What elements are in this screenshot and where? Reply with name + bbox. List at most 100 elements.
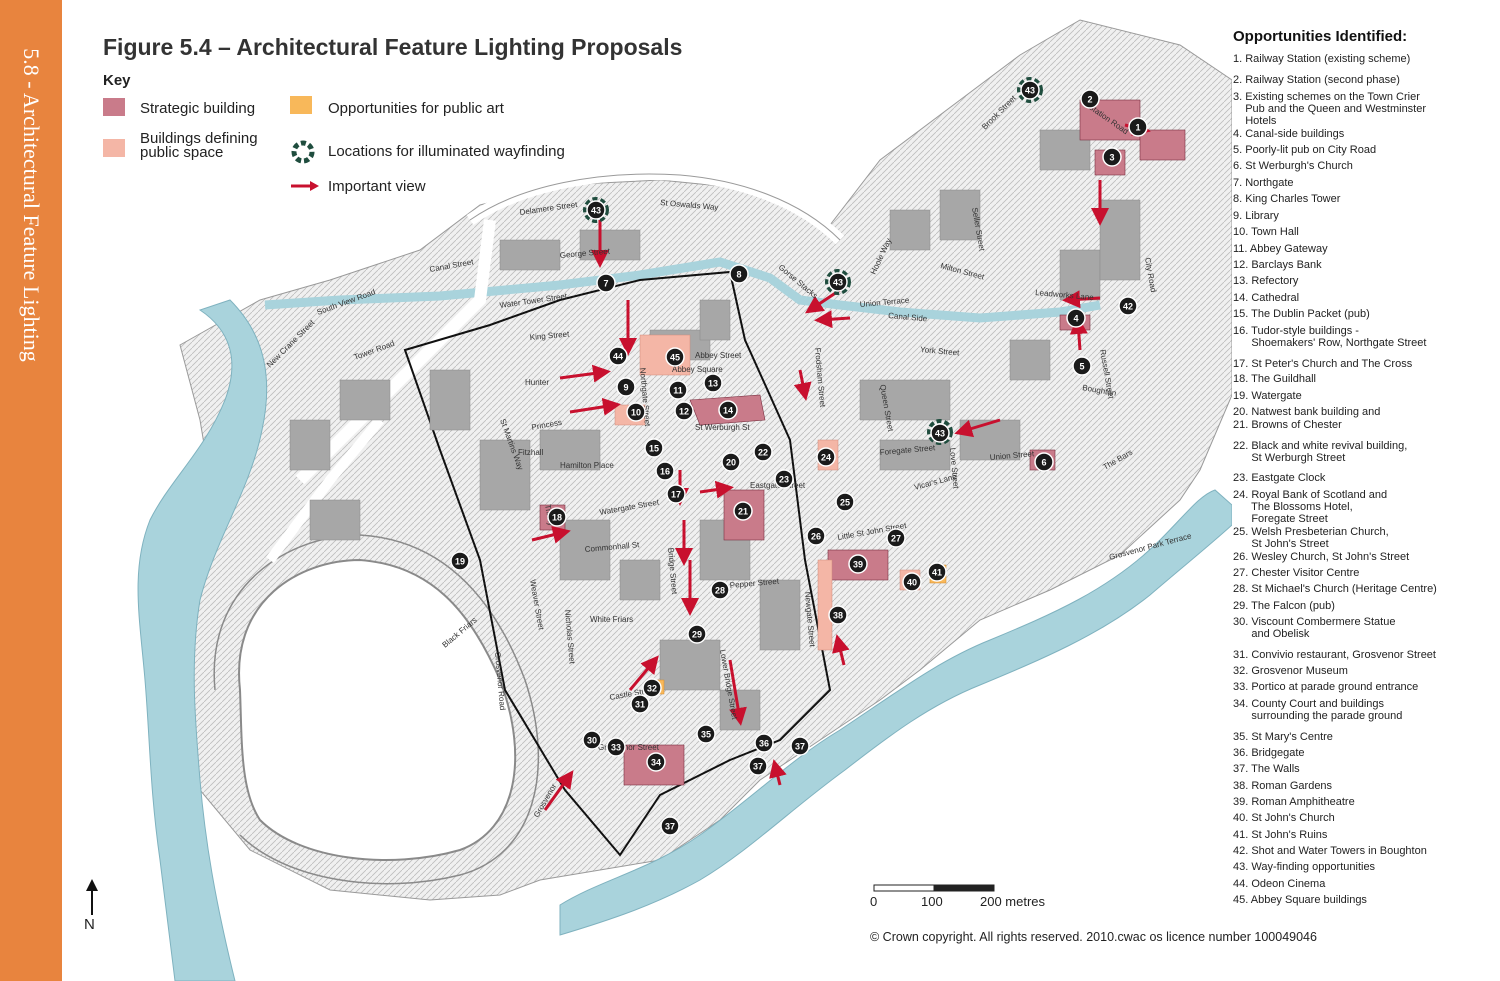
marker-label: 35 (701, 730, 711, 740)
marker-label: 43 (935, 429, 945, 439)
marker-label: 12 (679, 407, 689, 417)
marker-circle (753, 442, 773, 462)
marker-circle (596, 273, 616, 293)
section-label: 5.8 - Architectural Feature Lighting (19, 48, 44, 362)
marker-circle (927, 562, 947, 582)
marker-label: 27 (891, 534, 901, 544)
opportunity-item: 29. The Falcon (pub) (1233, 600, 1335, 612)
marker-circle (1072, 356, 1092, 376)
marker-circle (721, 452, 741, 472)
scale-label-200: 200 metres (980, 894, 1046, 909)
marker-circle (729, 264, 749, 284)
marker-circle (668, 380, 688, 400)
opportunity-item: 32. Grosvenor Museum (1233, 665, 1348, 677)
marker-label: 31 (635, 700, 645, 710)
marker-label: 39 (853, 560, 863, 570)
public-space-swatch (103, 139, 125, 157)
marker-circle (816, 447, 836, 467)
marker-circle (1034, 452, 1054, 472)
opportunity-item: 7. Northgate (1233, 177, 1294, 189)
marker-label: 3 (1109, 153, 1114, 163)
street-label: Bridge Street (666, 547, 679, 595)
marker-label: 19 (455, 557, 465, 567)
marker-label: 40 (907, 578, 917, 588)
marker-circle (630, 694, 650, 714)
key-strategic-building: Strategic building (140, 100, 256, 117)
key-heading: Key (103, 72, 131, 89)
marker-label: 24 (821, 453, 831, 463)
opportunity-item: 13. Refectory (1233, 275, 1299, 287)
opportunity-item: 6. St Werburgh's Church (1233, 160, 1353, 172)
opportunity-item: 1. Railway Station (existing scheme) (1233, 53, 1411, 65)
marker-circle (703, 373, 723, 393)
marker-label: 9 (623, 383, 628, 393)
opportunity-item: 43. Way-finding opportunities (1233, 861, 1376, 873)
opportunity-item: 14. Cathedral (1233, 292, 1300, 304)
marker-label: 18 (552, 513, 562, 523)
marker-label: 28 (715, 586, 725, 596)
public-art-swatch (290, 96, 312, 114)
marker-label: 29 (692, 630, 702, 640)
marker-label: 22 (758, 448, 768, 458)
marker-circle (848, 554, 868, 574)
marker-circle (718, 400, 738, 420)
key-wayfinding: Locations for illuminated wayfinding (328, 143, 565, 160)
strategic-building-swatch (103, 98, 125, 116)
street-label: Pepper Street (729, 577, 780, 590)
opportunity-item: 35. St Mary's Centre (1233, 731, 1333, 743)
marker-label: 37 (795, 742, 805, 752)
marker-circle (608, 346, 628, 366)
marker-circle (748, 756, 768, 776)
river-dee (137, 299, 268, 981)
marker-circle (450, 551, 470, 571)
marker-label: 17 (671, 490, 681, 500)
marker-label: 45 (670, 353, 680, 363)
marker-circle (828, 272, 848, 292)
wayfinding-icon (291, 140, 315, 164)
copyright-notice: © Crown copyright. All rights reserved. … (870, 930, 1317, 944)
street-label: Fitzhall (518, 448, 544, 457)
street-label: Grosvenor Street (598, 743, 660, 752)
opportunity-item: 42. Shot and Water Towers in Boughton (1233, 845, 1427, 857)
markers: 1234567891011121314151617181920212223242… (450, 80, 1148, 836)
scale-label-100: 100 (921, 894, 943, 909)
marker-circle (710, 580, 730, 600)
opportunity-item: 12. Barclays Bank (1233, 259, 1322, 271)
opportunity-item: 25. Welsh Presbeterian Church, St John's… (1233, 526, 1389, 550)
north-label: N (84, 916, 95, 933)
marker-label: 1 (1135, 123, 1140, 133)
marker-circle (642, 678, 662, 698)
marker-circle (930, 423, 950, 443)
marker-label: 2 (1087, 95, 1092, 105)
marker-label: 7 (603, 279, 608, 289)
marker-label: 10 (631, 408, 641, 418)
marker-circle (586, 200, 606, 220)
marker-label: 36 (759, 739, 769, 749)
marker-label: 32 (647, 684, 657, 694)
marker-circle (733, 501, 753, 521)
marker-circle (835, 492, 855, 512)
marker-circle (644, 438, 664, 458)
city-walls (403, 270, 832, 857)
marker-circle (606, 737, 626, 757)
opportunity-item: 45. Abbey Square buildings (1233, 894, 1367, 906)
marker-label: 16 (660, 467, 670, 477)
street-label: White Friars (590, 615, 633, 624)
opportunity-item: 44. Odeon Cinema (1233, 878, 1326, 890)
marker-circle (1080, 89, 1100, 109)
marker-label: 37 (753, 762, 763, 772)
street-label: Union Terrace (859, 296, 910, 309)
marker-circle (547, 507, 567, 527)
opportunity-item: 26. Wesley Church, St John's Street (1233, 551, 1410, 563)
marker-circle (886, 528, 906, 548)
opportunity-item: 9. Library (1233, 210, 1279, 222)
marker-circle (665, 347, 685, 367)
scale-label-0: 0 (870, 894, 878, 909)
marker-label: 5 (1079, 362, 1084, 372)
marker-circle (696, 724, 716, 744)
marker-circle (655, 461, 675, 481)
marker-circle (1020, 80, 1040, 100)
wayfinding-locations (583, 77, 1043, 445)
opportunity-item: 22. Black and white revival building, St… (1233, 440, 1408, 464)
